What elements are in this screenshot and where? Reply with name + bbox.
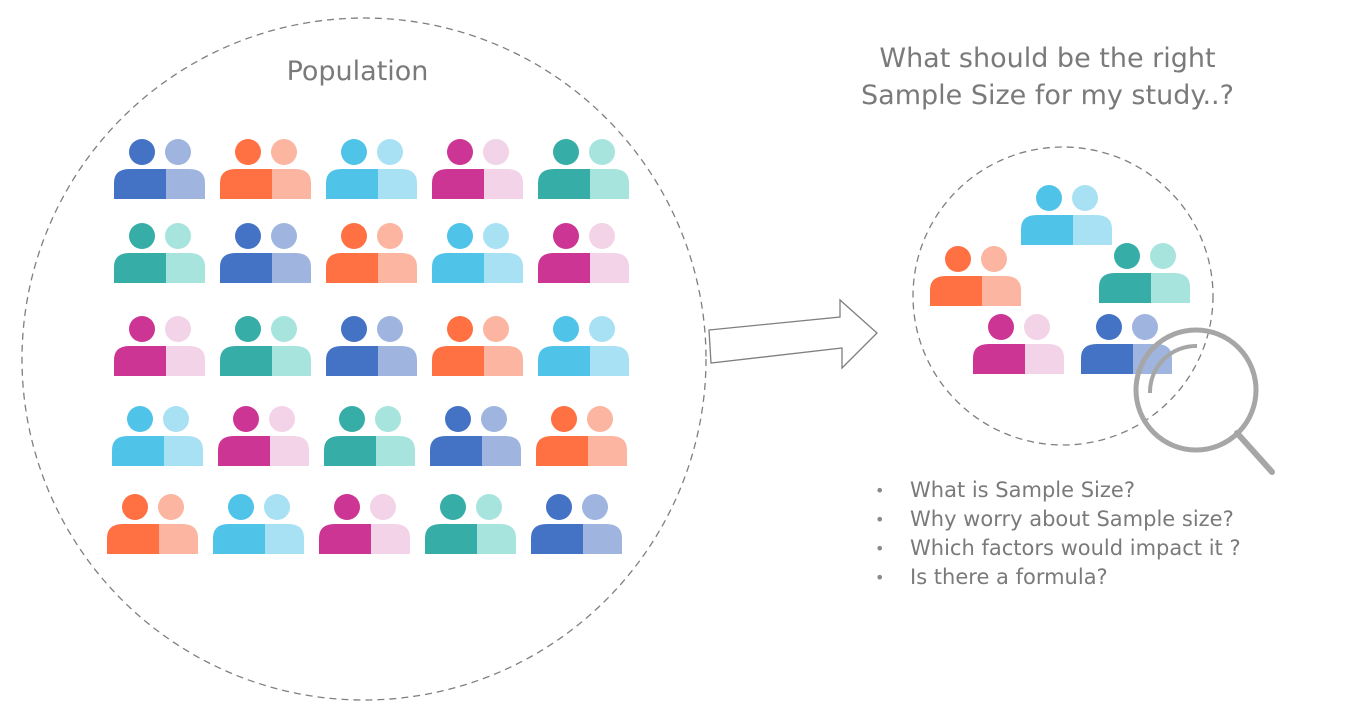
people-pair-icon xyxy=(218,406,309,466)
people-pair-icon xyxy=(107,494,198,554)
people-pair-icon xyxy=(538,223,629,283)
bullet-item: What is Sample Size? xyxy=(872,476,1241,505)
question-line-1: What should be the right xyxy=(879,43,1216,74)
people-pair-icon xyxy=(326,316,417,376)
magnifying-glass-icon xyxy=(1133,327,1275,475)
population-circle xyxy=(21,17,707,701)
people-pair-icon xyxy=(531,494,622,554)
question-line-2: Sample Size for my study..? xyxy=(861,80,1234,111)
people-pair-icon xyxy=(326,139,417,199)
people-pair-icon xyxy=(213,494,304,554)
sample-people-group xyxy=(930,185,1190,374)
people-pair-icon xyxy=(536,406,627,466)
people-pair-icon xyxy=(432,316,523,376)
people-pair-icon xyxy=(114,223,205,283)
bullet-item: Why worry about Sample size? xyxy=(872,505,1241,534)
question-bullet-list: What is Sample Size? Why worry about Sam… xyxy=(872,476,1241,592)
people-pair-icon xyxy=(112,406,203,466)
people-pair-icon xyxy=(1021,185,1112,245)
people-pair-icon xyxy=(114,139,205,199)
people-pair-icon xyxy=(220,316,311,376)
bullet-item: Which factors would impact it ? xyxy=(872,534,1241,563)
right-arrow xyxy=(708,298,878,370)
people-pair-icon xyxy=(973,314,1064,374)
people-pair-icon xyxy=(319,494,410,554)
population-people-grid xyxy=(107,139,629,554)
people-pair-icon xyxy=(930,246,1021,306)
people-pair-icon xyxy=(538,316,629,376)
people-pair-icon xyxy=(324,406,415,466)
people-pair-icon xyxy=(326,223,417,283)
bullet-item: Is there a formula? xyxy=(872,563,1241,592)
people-pair-icon xyxy=(432,223,523,283)
people-pair-icon xyxy=(432,139,523,199)
population-label: Population xyxy=(286,56,429,87)
people-pair-icon xyxy=(538,139,629,199)
sample-circle xyxy=(912,146,1214,446)
people-pair-icon xyxy=(220,223,311,283)
people-pair-icon xyxy=(220,139,311,199)
people-pair-icon xyxy=(114,316,205,376)
people-pair-icon xyxy=(1099,243,1190,303)
people-pair-icon xyxy=(430,406,521,466)
people-pair-icon xyxy=(425,494,516,554)
sample-size-question: What should be the right Sample Size for… xyxy=(820,40,1275,114)
